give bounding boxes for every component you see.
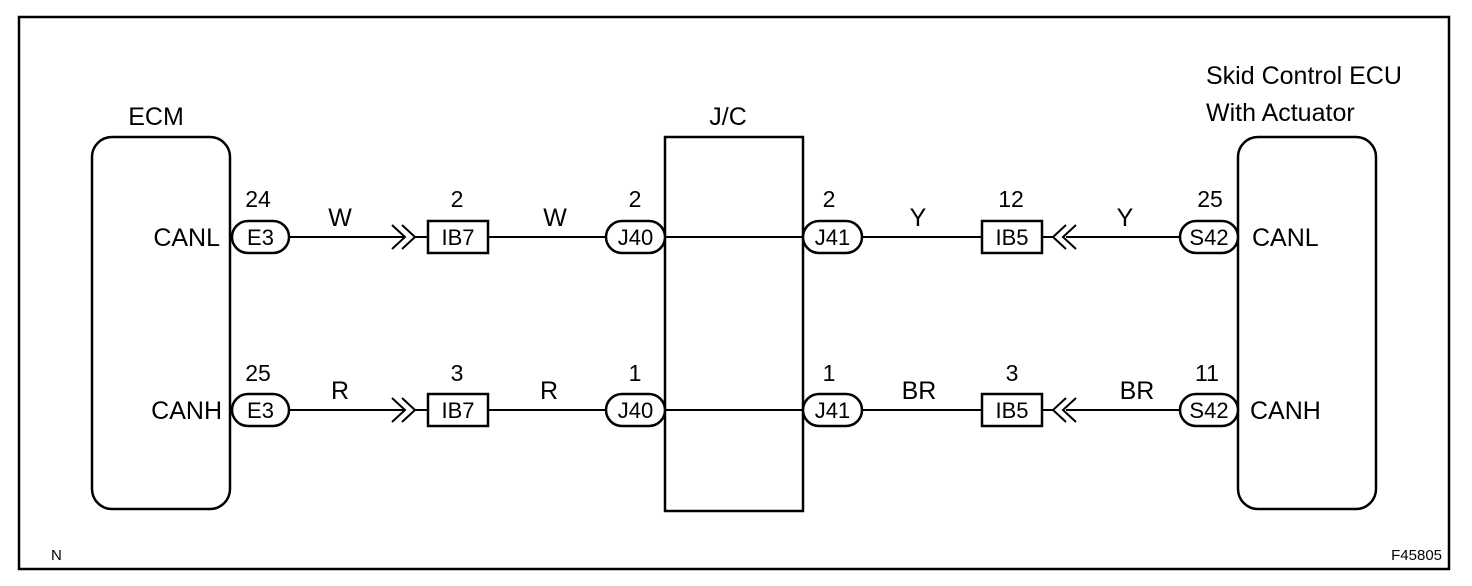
connector-e3 (230, 392, 291, 428)
junction-ib7-label: IB7 (441, 398, 474, 423)
ib5-pin-number: 12 (998, 186, 1024, 212)
chevron-connector-icon (1051, 224, 1067, 250)
canl-circuit: E3 24 W IB7 2 W J40 2 J41 2 Y IB5 12 Y S… (230, 186, 1240, 255)
jc-block (663, 135, 805, 513)
ecm-block (90, 135, 232, 511)
ecm-canl-label: CANL (153, 224, 220, 252)
s42-pin-number: 25 (1197, 186, 1223, 212)
connector-j40-label: J40 (618, 398, 653, 423)
wire-color-label: Y (1117, 204, 1134, 232)
jc-title: J/C (709, 103, 747, 131)
chevron-connector-icon (391, 397, 407, 423)
skid-canl-label: CANL (1252, 224, 1319, 252)
wire-color-label: R (540, 377, 558, 405)
canh-circuit: E3 25 R IB7 3 R J40 1 J41 1 BR IB5 3 BR … (230, 360, 1240, 428)
connector-j41-label: J41 (815, 398, 850, 423)
s42-pin-number: 11 (1195, 360, 1219, 386)
connector-e3-label: E3 (247, 398, 274, 423)
connector-j40 (604, 392, 667, 428)
connector-j40 (604, 219, 667, 255)
e3-pin-number: 25 (245, 360, 271, 386)
connector-j40-label: J40 (618, 225, 653, 250)
skid-ecu-block (1236, 135, 1378, 511)
junction-ib5-label: IB5 (995, 398, 1028, 423)
e3-pin-number: 24 (245, 186, 271, 212)
j41-pin-number: 1 (823, 360, 836, 386)
wire-color-label: BR (1120, 377, 1155, 405)
chevron-connector-icon (1051, 397, 1067, 423)
ib7-pin-number: 2 (451, 186, 464, 212)
chevron-connector-icon (391, 224, 407, 250)
connector-s42 (1178, 392, 1240, 428)
junction-ib5 (980, 392, 1044, 428)
chevron-connector-icon (1061, 397, 1077, 423)
connector-s42 (1178, 219, 1240, 255)
j41-pin-number: 2 (823, 186, 836, 212)
skid-ecu-title-line2: With Actuator (1206, 99, 1355, 127)
ecm-canh-label: CANH (151, 397, 222, 425)
wire-color-label: R (331, 377, 349, 405)
wire-color-label: W (328, 204, 352, 232)
connector-j41 (801, 219, 864, 255)
wire-color-label: W (543, 204, 567, 232)
connector-e3 (230, 219, 291, 255)
wire-color-label: Y (910, 204, 927, 232)
connector-e3-label: E3 (247, 225, 274, 250)
skid-ecu-title-line1: Skid Control ECU (1206, 62, 1402, 90)
ib7-pin-number: 3 (451, 360, 464, 386)
junction-ib5 (980, 219, 1044, 255)
junction-ib7 (426, 392, 490, 428)
corner-mark: N (51, 547, 62, 564)
junction-ib5-label: IB5 (995, 225, 1028, 250)
skid-canh-label: CANH (1250, 397, 1321, 425)
connector-j41-label: J41 (815, 225, 850, 250)
ecm-title: ECM (128, 103, 184, 131)
diagram-frame (17, 15, 1451, 571)
j40-pin-number: 1 (629, 360, 642, 386)
connector-s42-label: S42 (1189, 398, 1228, 423)
junction-ib7-label: IB7 (441, 225, 474, 250)
j40-pin-number: 2 (629, 186, 642, 212)
figure-id: F45805 (1391, 547, 1442, 564)
junction-ib7 (426, 219, 490, 255)
chevron-connector-icon (1061, 224, 1077, 250)
connector-j41 (801, 392, 864, 428)
wire-color-label: BR (902, 377, 937, 405)
connector-s42-label: S42 (1189, 225, 1228, 250)
ib5-pin-number: 3 (1006, 360, 1019, 386)
